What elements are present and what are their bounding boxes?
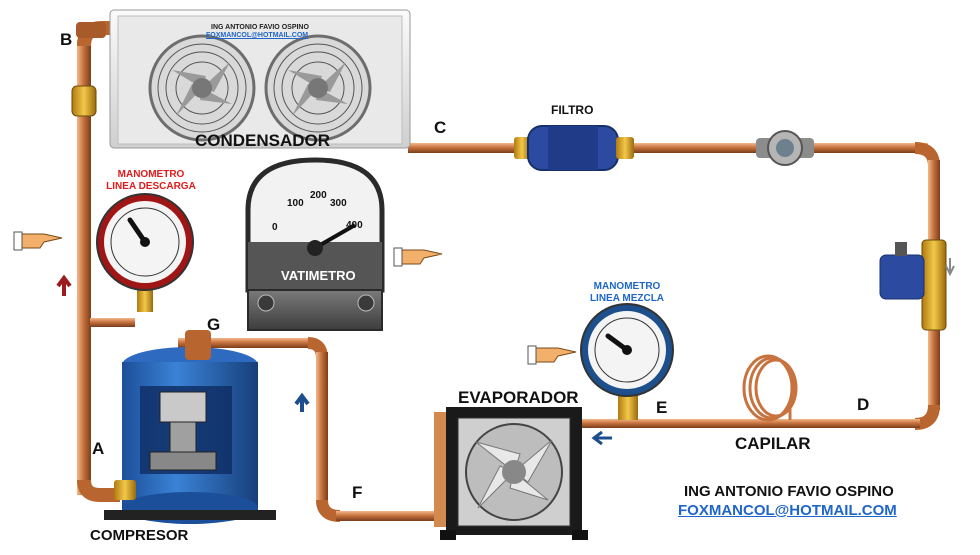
pipe-discharge-vertical bbox=[77, 40, 91, 495]
point-d-label: D bbox=[857, 395, 870, 414]
condenser-plate-email: FOXMANCOL@HOTMAIL.COM bbox=[206, 32, 309, 39]
condenser-plate-name: ING ANTONIO FAVIO OSPINO bbox=[211, 24, 309, 31]
filter-label: FILTRO bbox=[551, 103, 594, 117]
point-b-label: B bbox=[60, 30, 73, 49]
gauge-mix-title: MANOMETRO LINEA MEZCLA bbox=[572, 281, 682, 305]
filter-drier bbox=[514, 125, 634, 171]
point-c-label: C bbox=[434, 118, 447, 137]
watt-scale-0: 0 bbox=[272, 222, 278, 233]
compressor-unit bbox=[104, 330, 276, 524]
gauge-mix-line2: LINEA MEZCLA bbox=[589, 293, 665, 304]
watt-scale-200: 200 bbox=[310, 190, 327, 201]
watt-scale-100: 100 bbox=[287, 198, 304, 209]
gauge-mix bbox=[580, 303, 674, 420]
gauge-discharge-line2: LINEA DESCARGA bbox=[106, 181, 196, 192]
evaporator-label: EVAPORADOR bbox=[458, 388, 579, 407]
flow-arrows bbox=[56, 258, 955, 446]
author-email-link[interactable]: FOXMANCOL@HOTMAIL.COM bbox=[678, 502, 897, 519]
compressor-label: COMPRESOR bbox=[90, 527, 189, 544]
evaporator-coil-side bbox=[434, 412, 446, 527]
pipe-suction-vertical bbox=[316, 352, 328, 502]
point-a-label: A bbox=[92, 439, 105, 458]
arrow-left-blue bbox=[591, 430, 612, 446]
arrow-up-blue bbox=[294, 392, 310, 412]
gauge-discharge bbox=[96, 193, 194, 312]
point-f-label: F bbox=[352, 483, 363, 502]
point-g-label: G bbox=[207, 315, 221, 334]
condenser-unit bbox=[109, 9, 411, 149]
gauge-mix-line1: MANOMETRO bbox=[593, 281, 661, 292]
gauge-discharge-title: MANOMETRO LINEA DESCARGA bbox=[96, 169, 206, 193]
pipe-g bbox=[178, 338, 313, 348]
capillary-label: CAPILAR bbox=[735, 434, 811, 453]
pointing-hand-icon-watt bbox=[393, 247, 443, 267]
condenser-label: CONDENSADOR bbox=[195, 131, 331, 150]
evaporator-unit bbox=[434, 407, 588, 540]
condenser-fan-left bbox=[148, 34, 256, 142]
pipe-filter-out bbox=[632, 143, 762, 153]
pipe-elbow-a bbox=[77, 479, 120, 502]
point-e-label: E bbox=[656, 398, 668, 417]
wattmeter bbox=[245, 157, 385, 331]
pointing-hand-icon-mix bbox=[527, 345, 577, 365]
compressor-discharge-port bbox=[114, 480, 136, 500]
gauge-discharge-line1: MANOMETRO bbox=[117, 169, 185, 180]
pipe-gauge-tee bbox=[90, 318, 135, 327]
arrow-down-gray bbox=[945, 258, 955, 277]
copper-piping bbox=[71, 21, 940, 522]
capillary-coil bbox=[742, 354, 798, 422]
wattmeter-label: VATIMETRO bbox=[281, 268, 356, 283]
author-credit: ING ANTONIO FAVIO OSPINO bbox=[684, 483, 894, 500]
condenser-fan-right bbox=[264, 34, 372, 142]
pipe-d bbox=[580, 419, 920, 428]
watt-scale-400: 400 bbox=[346, 220, 363, 231]
solenoid-valve bbox=[879, 239, 947, 331]
sight-glass-right bbox=[756, 130, 814, 166]
elbow-fitting-b bbox=[76, 22, 106, 38]
watt-scale-300: 300 bbox=[330, 198, 347, 209]
compressor-base bbox=[104, 510, 276, 520]
sight-glass-left bbox=[71, 85, 97, 117]
pipe-f bbox=[336, 511, 446, 521]
arrow-up-red bbox=[56, 274, 72, 296]
pipe-to-right bbox=[810, 143, 928, 153]
pipe-c bbox=[408, 143, 518, 153]
compressor-suction-port bbox=[185, 330, 211, 360]
pointing-hand-icon-left bbox=[13, 231, 63, 251]
